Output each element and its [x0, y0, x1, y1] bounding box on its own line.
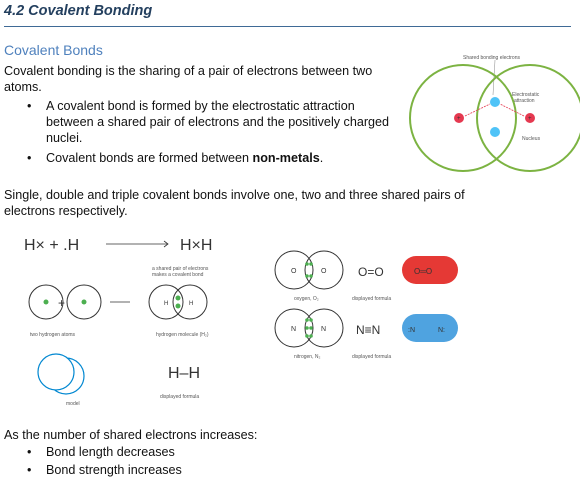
- shared-electron: [309, 262, 313, 266]
- shared-electron: [309, 274, 313, 278]
- shared-electron: [490, 97, 500, 107]
- bullet-text-prefix: Covalent bonds are formed between: [46, 151, 253, 165]
- o2-model-text: O═O: [414, 267, 432, 276]
- bullet-dot: •: [27, 99, 32, 113]
- nucleus-plus: +: [457, 116, 461, 122]
- shared-electron: [305, 326, 309, 330]
- plus-sign: +: [58, 296, 65, 310]
- left-nucleus: [454, 113, 464, 123]
- model-label: model: [66, 401, 80, 407]
- right-nucleus: [525, 113, 535, 123]
- n2-model: [402, 314, 458, 342]
- bullet-text: Bond length decreases: [46, 445, 175, 459]
- bond-types-paragraph: Single, double and triple covalent bonds…: [4, 188, 465, 218]
- list-item: • Covalent bonds are formed between non-…: [27, 150, 392, 166]
- shared-pair-annotation: makes a covalent bond: [152, 272, 204, 278]
- section-title: 4.2 Covalent Bonding: [4, 3, 153, 19]
- oxygen-name-label: oxygen, O₂: [294, 296, 319, 302]
- nitrogen-name-label: nitrogen, N₂: [294, 354, 320, 360]
- atom-symbol: H: [189, 301, 193, 307]
- electron: [43, 299, 49, 305]
- shared-electron: [309, 318, 313, 322]
- atom-symbol: N: [291, 326, 296, 333]
- h2-ring-left: [148, 284, 184, 320]
- bottom-intro-text: As the number of shared electrons increa…: [4, 428, 258, 442]
- shared-electron: [175, 303, 181, 309]
- shared-electron: [309, 326, 313, 330]
- electron: [81, 299, 87, 305]
- atom-symbol: O: [321, 268, 327, 275]
- two-atoms-label: two hydrogen atoms: [30, 332, 76, 338]
- h2-ring-right: [172, 284, 208, 320]
- o2-model: [402, 256, 458, 284]
- atom-symbol: O: [291, 268, 297, 275]
- covalent-bond-diagram: Shared bonding electrons + + Electrostat…: [409, 55, 580, 172]
- arrow-head-icon: [163, 240, 169, 248]
- bullet-list-top: • A covalent bond is formed by the elect…: [27, 98, 392, 166]
- bullet-dot: •: [27, 445, 32, 459]
- nucleus-plus: +: [528, 116, 532, 122]
- displayed-label: displayed formula: [352, 354, 391, 360]
- atom-symbol: H: [164, 301, 168, 307]
- left-atom-ring: [409, 64, 517, 172]
- bullet-dot: •: [27, 463, 32, 477]
- h2-displayed-formula: H–H: [168, 365, 200, 382]
- attraction-line: [499, 103, 525, 117]
- o-ring-right: [304, 250, 344, 290]
- h-atom-ring: [66, 284, 102, 320]
- hydrogen-bonding-diagram: H× + .H H×H a shared pair of electrons m…: [24, 237, 212, 407]
- attraction-label: Electrostatic: [512, 92, 540, 98]
- shared-pair-annotation: a shared pair of electrons: [152, 266, 209, 272]
- right-atom-ring: [476, 64, 580, 172]
- n2-model-text: :N: [408, 327, 415, 334]
- displayed-label: displayed formula: [352, 296, 391, 302]
- oxygen-nitrogen-diagram: O O O=O O═O oxygen, O₂ displayed formula…: [274, 250, 458, 360]
- attraction-label: attraction: [514, 98, 535, 104]
- n2-model-text: N:: [438, 327, 445, 334]
- h-atom-dot-cross: H× + .H: [24, 237, 79, 254]
- list-item: • Bond length decreases: [27, 444, 327, 460]
- o2-formula: O=O: [358, 265, 384, 279]
- bullet-text: Bond strength increases: [46, 463, 182, 477]
- shared-electron: [305, 262, 309, 266]
- atom-symbol: N: [321, 326, 326, 333]
- shared-electron: [305, 334, 309, 338]
- shared-electron: [305, 318, 309, 322]
- shared-electron: [305, 274, 309, 278]
- shared-electrons-label: Shared bonding electrons: [463, 55, 520, 61]
- list-item: • Bond strength increases: [27, 462, 327, 478]
- n-ring-left: [274, 308, 314, 348]
- n2-formula: N≡N: [356, 323, 380, 337]
- bullet-list-bottom: • Bond length decreases • Bond strength …: [27, 444, 327, 478]
- h2-dot-cross: H×H: [180, 237, 212, 254]
- shared-electron: [175, 295, 181, 301]
- n-ring-right: [304, 308, 344, 348]
- title-underline: [4, 26, 571, 27]
- model-sphere: [37, 353, 75, 391]
- pointer-line: [492, 59, 496, 96]
- shared-electron: [309, 334, 313, 338]
- o-ring-left: [274, 250, 314, 290]
- intro-text: Covalent bonding is the sharing of a pai…: [4, 64, 373, 94]
- subheading: Covalent Bonds: [4, 42, 103, 58]
- bold-term: non-metals: [252, 151, 320, 165]
- displayed-label: displayed formula: [160, 394, 199, 400]
- bullet-dot: •: [27, 151, 32, 165]
- shared-electron: [490, 127, 500, 137]
- molecule-label: hydrogen molecule (H₂): [156, 332, 209, 338]
- h-atom-ring: [28, 284, 64, 320]
- nucleus-label: Nucleus: [522, 136, 541, 142]
- bullet-text-suffix: .: [319, 151, 324, 165]
- attraction-line: [464, 103, 491, 117]
- list-item: • A covalent bond is formed by the elect…: [27, 98, 392, 146]
- bullet-text: A covalent bond is formed by the electro…: [46, 99, 390, 145]
